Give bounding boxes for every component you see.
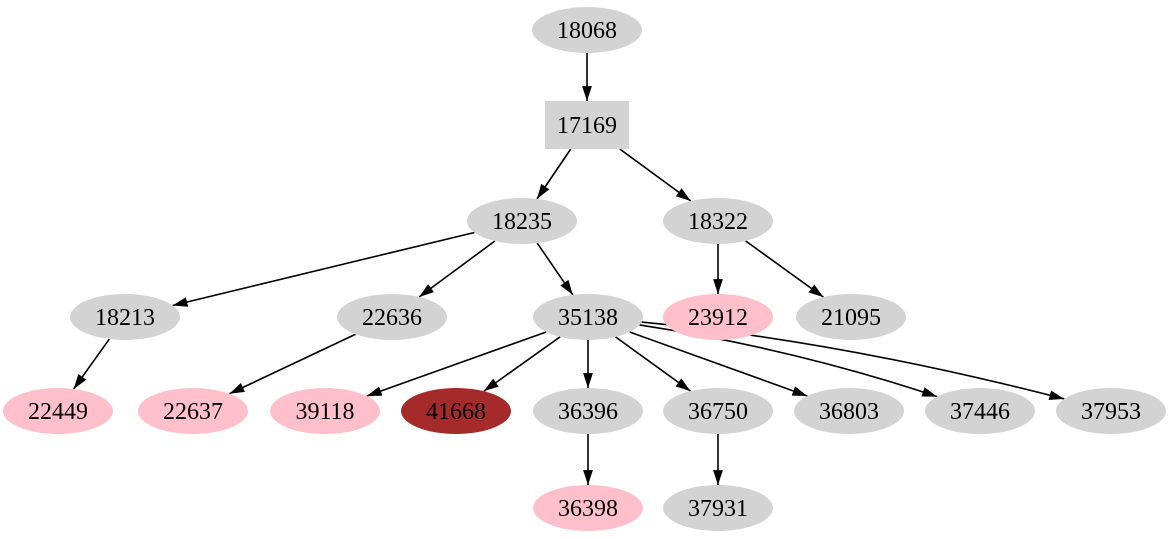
node-18068: 18068: [532, 7, 642, 53]
node-36750: 36750: [663, 388, 773, 434]
node-41668: 41668: [401, 388, 511, 434]
node-36396: 36396: [533, 388, 643, 434]
node-label: 36396: [558, 399, 618, 425]
node-ellipse-shape: [533, 485, 643, 531]
node-35138: 35138: [533, 294, 643, 340]
edge-17169-18235: [536, 148, 572, 200]
node-ellipse-shape: [925, 388, 1035, 434]
edge-18235-22636: [418, 240, 496, 298]
node-ellipse-shape: [663, 388, 773, 434]
node-ellipse-shape: [663, 198, 773, 244]
node-label: 17169: [557, 113, 617, 139]
node-label: 23912: [688, 305, 748, 331]
node-21095: 21095: [796, 294, 906, 340]
node-36803: 36803: [794, 388, 904, 434]
node-ellipse-shape: [533, 294, 643, 340]
node-ellipse-shape: [467, 198, 577, 244]
node-ellipse-shape: [270, 388, 380, 434]
edge-18235-35138: [536, 242, 574, 296]
edge-35138-36750: [615, 336, 691, 392]
node-label: 37931: [688, 496, 748, 522]
node-label: 21095: [821, 305, 881, 331]
edge-35138-36803: [629, 331, 808, 397]
node-36398: 36398: [533, 485, 643, 531]
node-ellipse-shape: [663, 294, 773, 340]
node-label: 18068: [557, 18, 617, 44]
node-label: 36398: [558, 496, 618, 522]
node-37953: 37953: [1056, 388, 1166, 434]
node-22636: 22636: [337, 294, 447, 340]
node-22449: 22449: [3, 388, 113, 434]
node-label: 39118: [295, 399, 354, 425]
node-label: 36750: [688, 399, 748, 425]
node-18213: 18213: [70, 294, 180, 340]
node-ellipse-shape: [70, 294, 180, 340]
node-box-shape: [545, 101, 629, 149]
node-ellipse-shape: [794, 388, 904, 434]
node-label: 41668: [426, 399, 486, 425]
node-ellipse-shape: [532, 7, 642, 53]
nodes-layer: 18068 17169 18235 18322 18213 22636 35138 23912…: [3, 7, 1166, 531]
node-label: 18322: [688, 209, 748, 235]
node-label: 35138: [558, 305, 618, 331]
node-label: 37446: [950, 399, 1010, 425]
node-label: 22636: [362, 305, 422, 331]
node-ellipse-shape: [138, 388, 248, 434]
node-ellipse-shape: [533, 388, 643, 434]
edge-18213-22449: [73, 338, 110, 390]
node-37931: 37931: [663, 485, 773, 531]
node-ellipse-shape: [796, 294, 906, 340]
edge-22636-22637: [229, 333, 356, 395]
node-ellipse-shape: [3, 388, 113, 434]
node-ellipse-shape: [401, 388, 511, 434]
node-label: 22449: [28, 399, 88, 425]
node-37446: 37446: [925, 388, 1035, 434]
edge-35138-41668: [483, 336, 561, 392]
node-22637: 22637: [138, 388, 248, 434]
node-ellipse-shape: [663, 485, 773, 531]
edge-18322-21095: [745, 240, 824, 298]
node-18235: 18235: [467, 198, 577, 244]
node-label: 36803: [819, 399, 879, 425]
edge-35138-39118: [366, 331, 547, 397]
node-39118: 39118: [270, 388, 380, 434]
node-label: 22637: [163, 399, 223, 425]
node-ellipse-shape: [1056, 388, 1166, 434]
node-18322: 18322: [663, 198, 773, 244]
edge-17169-18322: [619, 148, 692, 202]
node-ellipse-shape: [337, 294, 447, 340]
node-label: 37953: [1081, 399, 1141, 425]
node-label: 18213: [95, 305, 155, 331]
edge-18235-18213: [172, 231, 475, 307]
node-label: 18235: [492, 209, 552, 235]
node-17169: 17169: [545, 101, 629, 149]
node-23912: 23912: [663, 294, 773, 340]
